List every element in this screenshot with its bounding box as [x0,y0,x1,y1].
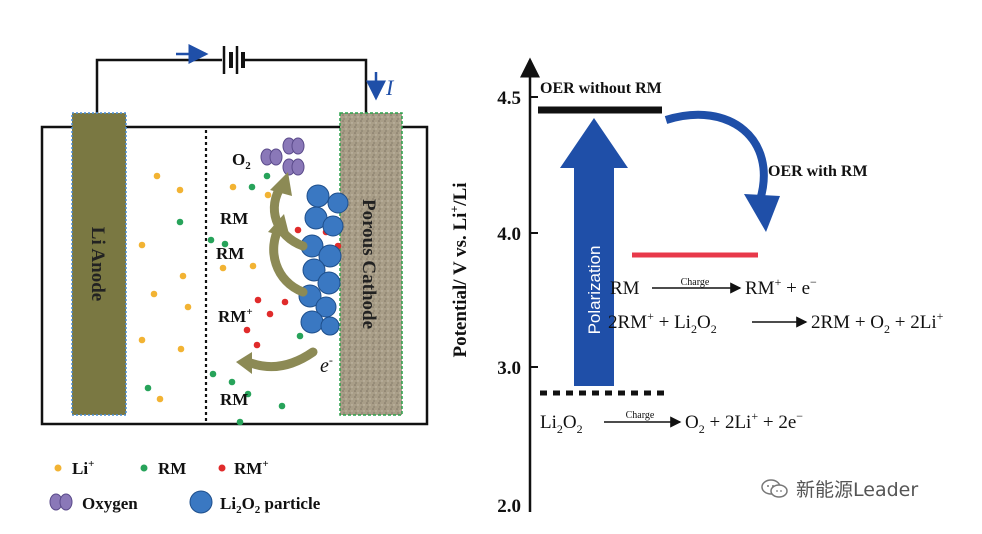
tick-label-2-0: 2.0 [497,496,521,517]
watermark-text: 新能源Leader [796,479,919,501]
tick-label-4-0: 4.0 [497,224,521,245]
circuit-wire [95,58,368,115]
eq1-left: RM [610,278,640,299]
eq1-over: Charge [681,277,710,288]
cathode-label: Porous Cathode [358,199,379,329]
legend-li2o2-label: Li2O2 particle [220,494,321,516]
eq2-right: 2RM + O2 + 2Li+ [811,309,944,336]
legend-li2o2-icon [189,490,213,514]
current-label: I [385,75,395,100]
legend-li-icon [54,464,62,472]
rm-dots [144,172,304,426]
legend-li-label: Li+ [72,458,94,478]
battery-icon [222,46,245,74]
legend-oxygen-icon [49,493,73,511]
tick-label-4-5: 4.5 [497,88,521,109]
legend-oxygen-label: Oxygen [82,494,138,513]
oer-shift-arrow-head [744,194,780,232]
electron-label: e- [320,353,333,377]
oer-without-rm-label: OER without RM [540,80,662,97]
legend-rm-plus-label: RM+ [234,458,269,478]
rm-plus-label: RM+ [218,306,253,326]
reaction-arrow-heads [236,172,292,374]
eq3-over: Charge [626,410,655,421]
legend-rm-icon [140,464,148,472]
eq2-left: 2RM+ + Li2O2 [608,309,717,336]
eq3-left: Li2O2 [540,412,583,436]
rm-label-3: RM [220,390,248,409]
li2o2-particles [298,184,349,336]
wechat-icon [761,478,788,498]
legend: Li+ RM RM+ Oxygen Li2O2 particle [49,458,321,516]
polarization-label: Polarization [585,246,604,335]
tick-label-3-0: 3.0 [497,358,521,379]
legend-rm-label: RM [158,459,186,478]
oer-with-rm-label: OER with RM [768,163,868,180]
oxygen-molecules [260,137,305,176]
anode-label: Li Anode [87,227,108,301]
eq1-right: RM+ + e− [745,275,817,299]
cell-diagram: I Li Anode Porous Cathode [40,44,429,426]
eq3-right: O2 + 2Li+ + 2e− [685,409,803,436]
rm-label-2: RM [216,244,244,263]
o2-label: O2 [232,150,251,172]
rm-label-1: RM [220,209,248,228]
y-ticks [530,96,538,368]
polarization-arrow [560,118,628,386]
oer-shift-arrow [664,110,768,202]
li-anode [71,112,127,416]
legend-rm-plus-icon [218,464,226,472]
porous-cathode [339,112,403,416]
energy-diagram: 4.5 4.0 3.0 2.0 Potential/ V vs. Li+/Li … [447,57,944,517]
watermark: 新能源Leader [760,475,918,502]
y-axis-label: Potential/ V vs. Li+/Li [447,182,471,357]
